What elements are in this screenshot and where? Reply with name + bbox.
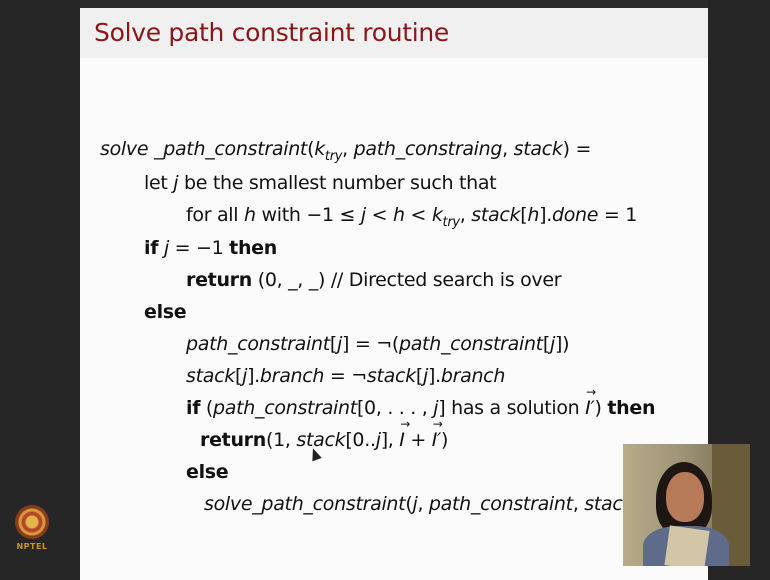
slide: Solve path constraint routine solve _pat… xyxy=(80,8,708,580)
presenter-webcam xyxy=(623,444,750,566)
algo-line-11: else xyxy=(186,461,229,483)
algo-line-1: solve _path_constraint(ktry, path_constr… xyxy=(100,138,592,164)
algo-line-4: if j = −1 then xyxy=(144,237,277,259)
nptel-logo: NPTEL xyxy=(10,505,54,561)
algo-line-3: for all h with −1 ≤ j < h < ktry, stack[… xyxy=(186,204,638,230)
algo-line-12: solve_path_constraint(j, path_constraint… xyxy=(204,493,641,515)
left-letterbox xyxy=(0,0,80,580)
nptel-logo-text: NPTEL xyxy=(16,542,48,551)
algo-line-10: return(1, stack[0..j], I + I′) xyxy=(200,417,448,451)
algo-line-6: else xyxy=(144,301,187,323)
algo-line-9: if (path_constraint[0, . . . , j] has a … xyxy=(186,385,655,419)
algo-line-8: stack[j].branch = ¬stack[j].branch xyxy=(186,365,506,387)
title-band: Solve path constraint routine xyxy=(80,8,708,58)
slide-title: Solve path constraint routine xyxy=(94,18,450,47)
algo-line-5: return (0, _, _) // Directed search is o… xyxy=(186,269,562,291)
nptel-emblem-icon xyxy=(15,505,49,539)
algo-line-2: let j be the smallest number such that xyxy=(144,172,497,194)
algo-line-7: path_constraint[j] = ¬(path_constraint[j… xyxy=(186,333,570,355)
